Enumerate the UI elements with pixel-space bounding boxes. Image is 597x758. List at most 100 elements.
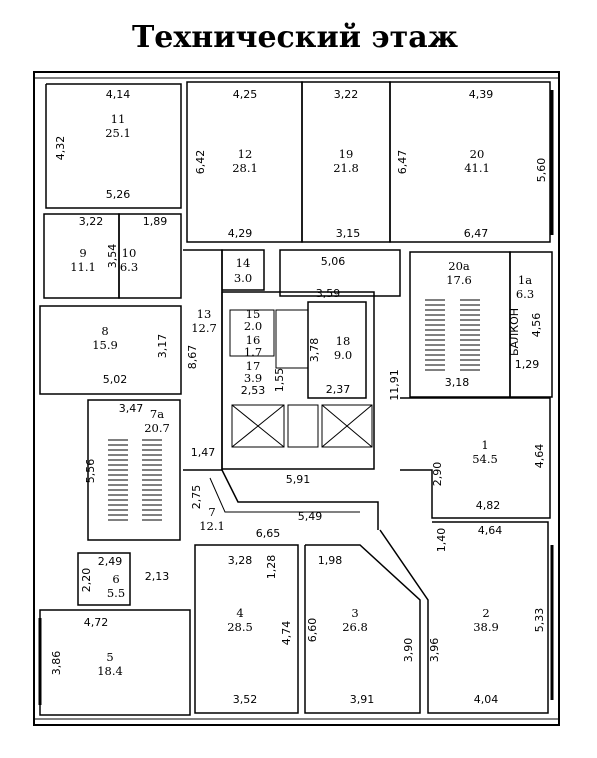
dimension-label: 2,75 — [190, 485, 203, 510]
room-10-number: 10 — [122, 246, 137, 260]
room-6-area: 5.5 — [107, 586, 125, 600]
dimension-label: 3,28 — [228, 554, 253, 567]
dimension-label: 2,20 — [80, 568, 93, 593]
room-16-number: 16 — [246, 333, 261, 347]
room-14-area: 3.0 — [234, 271, 252, 285]
dimension-labels: 4,14 4,25 3,22 4,39 4,32 6,42 6,47 5,60 … — [50, 88, 548, 706]
balcony-label: БАЛКОН — [508, 308, 521, 356]
dimension-label: 6,47 — [396, 150, 409, 175]
dimension-label: 6,65 — [256, 527, 281, 540]
room-12-number: 12 — [238, 147, 253, 161]
dimension-label: 5,56 — [84, 459, 97, 484]
dimension-label: 5,91 — [286, 473, 311, 486]
dimension-label: 4,25 — [233, 88, 258, 101]
dimension-label: 6,60 — [306, 618, 319, 643]
room-9-number: 9 — [79, 246, 86, 260]
room-18-area: 9.0 — [334, 348, 352, 362]
dimension-label: 1,55 — [273, 368, 286, 393]
room-20a-number: 20а — [448, 259, 470, 273]
room-18-number: 18 — [336, 334, 351, 348]
dimension-label: 8,67 — [186, 345, 199, 370]
dimension-label: 3,78 — [308, 338, 321, 363]
room-4-number: 4 — [236, 606, 243, 620]
room-19-area: 21.8 — [333, 161, 359, 175]
room-12-area: 28.1 — [232, 161, 258, 175]
dimension-label: 2,13 — [145, 570, 170, 583]
dimension-label: 4,72 — [84, 616, 109, 629]
room-1a-number: 1а — [518, 273, 532, 287]
room-4-area: 28.5 — [227, 620, 253, 634]
dimension-label: 3,15 — [336, 227, 361, 240]
dimension-label: 2,90 — [431, 462, 444, 487]
stair-treads — [108, 299, 480, 521]
room-11-area: 25.1 — [105, 126, 131, 140]
dimension-label: 6,42 — [194, 150, 207, 175]
room-7-area: 12.1 — [199, 519, 225, 533]
room-7a-area: 20.7 — [144, 421, 170, 435]
dimension-label: 1,98 — [318, 554, 343, 567]
room-2-number: 2 — [482, 606, 489, 620]
dimension-label: 5,60 — [535, 158, 548, 183]
room-20a-area: 17.6 — [446, 273, 472, 287]
room-19-number: 19 — [339, 147, 354, 161]
dimension-label: 1,28 — [265, 555, 278, 580]
dimension-label: 5,33 — [533, 608, 546, 633]
room-3-number: 3 — [351, 606, 358, 620]
room-1a-area: 6.3 — [516, 287, 534, 301]
dimension-label: 3,90 — [402, 638, 415, 663]
dimension-label: 3,54 — [106, 244, 119, 269]
dimension-label: 5,26 — [106, 188, 131, 201]
dimension-label: 4,14 — [106, 88, 131, 101]
room-10-area: 6.3 — [120, 260, 138, 274]
room-5-area: 18.4 — [97, 664, 123, 678]
room-3-area: 26.8 — [342, 620, 368, 634]
room-17-number: 17 — [246, 359, 261, 373]
room-1-number: 1 — [481, 438, 488, 452]
dimension-label: 4,39 — [469, 88, 494, 101]
room-15-area: 2.0 — [244, 319, 262, 333]
dimension-label: 1,47 — [191, 446, 216, 459]
dimension-label: 3,18 — [445, 376, 470, 389]
room-13-area: 12.7 — [191, 321, 217, 335]
dimension-label: 4,64 — [478, 524, 503, 537]
room-11-number: 11 — [111, 112, 126, 126]
dimension-label: 3,96 — [428, 638, 441, 663]
dimension-label: 4,29 — [228, 227, 253, 240]
dimension-label: 4,82 — [476, 499, 501, 512]
dimension-label: 2,53 — [241, 384, 266, 397]
dimension-label: 5,06 — [321, 255, 346, 268]
dimension-label: 4,04 — [474, 693, 499, 706]
room-20-number: 20 — [470, 147, 485, 161]
room-1-area: 54.5 — [472, 452, 498, 466]
room-8-number: 8 — [101, 324, 108, 338]
dimension-label: 4,64 — [533, 444, 546, 469]
dimension-label: 1,40 — [435, 528, 448, 553]
room-13-number: 13 — [197, 307, 212, 321]
room-17-area: 3.9 — [244, 371, 262, 385]
room-8-area: 15.9 — [92, 338, 118, 352]
room-14-number: 14 — [236, 256, 251, 270]
dimension-label: 1,89 — [143, 215, 168, 228]
room-6-number: 6 — [112, 572, 119, 586]
dimension-label: 5,49 — [298, 510, 323, 523]
dimension-label: 2,37 — [326, 383, 351, 396]
dimension-label: 3,47 — [119, 402, 144, 415]
dimension-label: 6,47 — [464, 227, 489, 240]
room-16-area: 1.7 — [244, 345, 262, 359]
dimension-label: 3,22 — [334, 88, 359, 101]
walls — [33, 71, 560, 726]
dimension-label: 11,91 — [388, 369, 401, 401]
dimension-label: 3,52 — [233, 693, 258, 706]
dimension-label: 3,17 — [156, 334, 169, 359]
outer-wall — [33, 71, 560, 726]
dimension-label: 2,49 — [98, 555, 123, 568]
dimension-label: 3,86 — [50, 651, 63, 676]
room-20-area: 41.1 — [464, 161, 490, 175]
dimension-label: 4,32 — [54, 136, 67, 161]
dimension-label: 3,59 — [316, 287, 341, 300]
room-15-number: 15 — [246, 307, 261, 321]
dimension-label: 4,74 — [280, 621, 293, 646]
dimension-label: 5,02 — [103, 373, 128, 386]
room-7a-number: 7а — [150, 407, 164, 421]
